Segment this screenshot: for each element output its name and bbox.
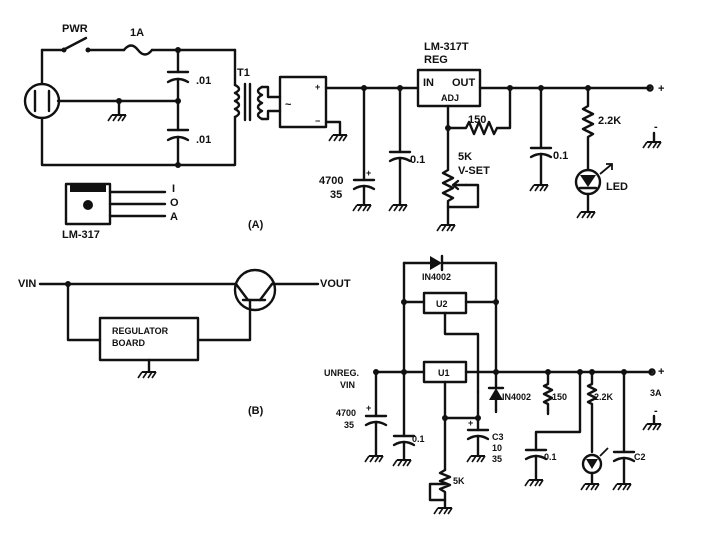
c-big-value-c: 4700: [336, 408, 356, 418]
reg-name: LM-317T: [424, 41, 469, 53]
rect-plus-label: +: [315, 82, 320, 92]
rect-minus-label: −: [315, 116, 320, 126]
c-01-b-label: 0.1: [544, 452, 557, 462]
cap-top-label: .01: [196, 75, 211, 87]
out-minus-a: -: [654, 121, 658, 133]
input-capacitors: .01 .01: [107, 47, 211, 168]
diagram-a: PWR 1A .01 .01: [23, 23, 664, 241]
power-switch: PWR: [40, 23, 126, 53]
c3-plus: +: [468, 418, 473, 428]
vset-potentiometer: 5K V-SET: [436, 126, 490, 232]
c3-voltage: 35: [492, 454, 502, 464]
pot-value: 5K: [458, 151, 472, 163]
r-150-label-c: 150: [552, 392, 567, 402]
diode-mid-label: IN4002: [502, 392, 531, 402]
board-line2: BOARD: [112, 338, 145, 348]
transformer-label: T1: [237, 67, 250, 79]
u1-label: U1: [438, 368, 450, 378]
top-diode-icon: [430, 256, 442, 270]
pass-transistor: [233, 268, 277, 312]
rect-ac-label: ~: [285, 99, 292, 111]
led-label: LED: [606, 181, 628, 193]
r-led-label: 2.2K: [598, 115, 621, 127]
reg-out: OUT: [452, 77, 476, 89]
caption-b: (B): [248, 405, 264, 417]
bridge-rectifier: ~ + −: [278, 75, 420, 142]
output-capacitor: 0.1: [529, 85, 568, 192]
out-minus-c: -: [654, 405, 658, 417]
c-big-value: 4700: [319, 175, 343, 187]
fuse: 1A: [122, 27, 237, 56]
pin-i: I: [172, 183, 175, 195]
u2-label: U2: [436, 299, 448, 309]
c3-value: 10: [492, 443, 502, 453]
pkg-name: LM-317: [62, 229, 100, 241]
pwr-label: PWR: [62, 23, 88, 35]
reg-sub: REG: [424, 54, 448, 66]
out-plus-c: +: [658, 366, 664, 378]
c-01-out-label: 0.1: [553, 150, 568, 162]
c-big-voltage-c: 35: [344, 420, 354, 430]
c2-label: C2: [634, 452, 646, 462]
ac-plug: [23, 48, 180, 167]
board-line1: REGULATOR: [112, 326, 169, 336]
unreg-line1: UNREG.: [324, 368, 359, 378]
vin-label: VIN: [18, 278, 36, 290]
output-terminals-a: + -: [642, 83, 664, 149]
pin-a: A: [170, 211, 178, 223]
fuse-label: 1A: [130, 27, 144, 39]
out-plus-a: +: [658, 83, 664, 95]
caption-a: (A): [248, 219, 264, 231]
pot-label-c: 5K: [453, 476, 465, 486]
reg-in: IN: [423, 77, 434, 89]
c-01-in-label: 0.1: [410, 154, 425, 166]
current-label: 3A: [650, 388, 662, 398]
mid-diode-icon: [489, 388, 503, 400]
c-big-plus: +: [366, 168, 371, 178]
c-big-voltage: 35: [330, 189, 342, 201]
c-01-a-label: 0.1: [412, 434, 425, 444]
lm317t-regulator: LM-317T REG IN OUT ADJ 150: [416, 41, 652, 136]
lm317-package: I O A LM-317: [62, 182, 179, 241]
diagram-b: VIN REGULATOR BOARD VOUT (B): [18, 268, 351, 417]
filter-capacitors: + 4700 35 0.1: [319, 85, 425, 212]
unreg-line2: VIN: [340, 380, 355, 390]
pot-name: V-SET: [458, 165, 490, 177]
led-branch: 2.2K LED: [574, 85, 628, 219]
vout-label: VOUT: [320, 278, 351, 290]
diagram-c: IN4002 U2 U1 UNREG. VIN + 4700 35 0.1: [324, 254, 664, 515]
r-150-label: 150: [468, 114, 486, 126]
c3-name: C3: [492, 432, 504, 442]
pin-o: O: [170, 197, 179, 209]
c-big-plus-c: +: [366, 403, 371, 413]
reg-adj: ADJ: [441, 93, 459, 103]
transformer-t1: T1: [176, 48, 282, 167]
r-22k-label-c: 2.2K: [594, 392, 614, 402]
cap-bottom-label: .01: [196, 134, 211, 146]
diode-top-label: IN4002: [422, 272, 451, 282]
